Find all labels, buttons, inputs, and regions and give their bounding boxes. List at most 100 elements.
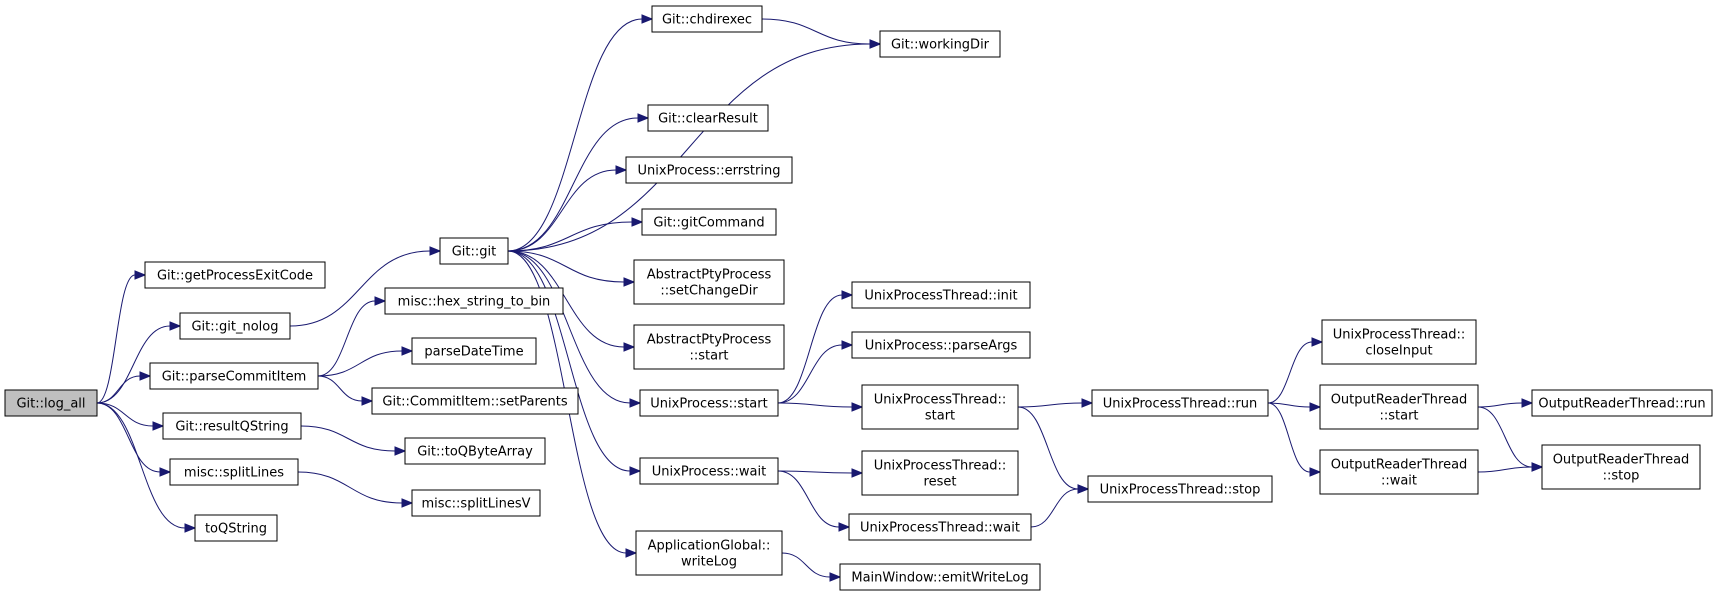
- node-ortRun[interactable]: OutputReaderThread::run: [1531, 389, 1713, 417]
- node-setChangeDir[interactable]: AbstractPtyProcess::setChangeDir: [633, 259, 785, 305]
- node-errstring[interactable]: UnixProcess::errstring: [625, 156, 793, 184]
- node-box: [4, 389, 98, 417]
- edge-line: [1267, 341, 1313, 404]
- node-label: UnixProcessThread::: [874, 393, 1007, 408]
- arrowhead-icon: [841, 340, 854, 350]
- edge-git_nolog-to-git: [289, 246, 442, 327]
- edge-uptRun-to-ortStart: [1267, 402, 1322, 412]
- node-label: Git::log_all: [16, 397, 85, 412]
- edge-line: [507, 250, 631, 472]
- edge-line: [317, 350, 403, 377]
- edge-git-to-upStart: [507, 250, 642, 408]
- node-resultQString[interactable]: Git::resultQString: [162, 412, 302, 440]
- node-box: [149, 362, 319, 390]
- edge-line: [507, 250, 625, 348]
- edge-line: [317, 300, 376, 377]
- edge-resultQString-to-toQByteArray: [300, 425, 407, 456]
- node-box: [851, 281, 1031, 309]
- node-splitLinesV[interactable]: misc::splitLinesV: [411, 489, 541, 517]
- node-uptRun[interactable]: UnixProcessThread::run: [1091, 389, 1269, 417]
- node-toQByteArray[interactable]: Git::toQByteArray: [404, 437, 546, 465]
- edge-line: [777, 470, 853, 474]
- node-uptCloseInput[interactable]: UnixProcessThread::closeInput: [1321, 319, 1477, 365]
- node-parseCommitItem[interactable]: Git::parseCommitItem: [149, 362, 319, 390]
- edge-uptStart-to-uptStop: [1017, 406, 1090, 494]
- node-parseDateTime[interactable]: parseDateTime: [411, 337, 537, 365]
- edge-parseCommitItem-to-parseDateTime: [317, 346, 414, 377]
- arrowhead-icon: [623, 277, 636, 287]
- arrowhead-icon: [1521, 398, 1534, 408]
- node-git[interactable]: Git::git: [439, 237, 509, 265]
- node-getProcessExitCode[interactable]: Git::getProcessExitCode: [144, 261, 326, 289]
- arrowhead-icon: [394, 446, 407, 456]
- nodes-layer: Git::log_allGit::getProcessExitCodeGit::…: [4, 5, 1713, 591]
- node-label: UnixProcessThread::stop: [1100, 483, 1261, 498]
- node-chdirexec[interactable]: Git::chdirexec: [651, 5, 763, 33]
- edge-line: [507, 43, 871, 252]
- node-workingDir[interactable]: Git::workingDir: [879, 30, 1001, 58]
- node-git_nolog[interactable]: Git::git_nolog: [179, 312, 291, 340]
- edge-line: [297, 471, 403, 504]
- node-label: ::setChangeDir: [660, 284, 758, 299]
- node-label: UnixProcess::parseArgs: [865, 339, 1018, 354]
- node-ortStop[interactable]: OutputReaderThread::stop: [1541, 444, 1701, 490]
- node-setParents[interactable]: Git::CommitItem::setParents: [371, 387, 579, 415]
- edge-line: [777, 294, 843, 404]
- node-label: Git::chdirexec: [662, 13, 752, 28]
- arrowhead-icon: [629, 398, 642, 408]
- node-uptInit[interactable]: UnixProcessThread::init: [851, 281, 1031, 309]
- edge-ortStart-to-ortRun: [1477, 398, 1534, 408]
- node-label: start: [925, 409, 955, 424]
- edge-upStart-to-uptInit: [777, 290, 854, 404]
- node-hex_string_to_bin[interactable]: misc::hex_string_to_bin: [384, 287, 564, 315]
- arrowhead-icon: [625, 548, 638, 558]
- node-upWait[interactable]: UnixProcess::wait: [639, 457, 779, 485]
- edges-layer: [96, 14, 1544, 582]
- node-label: UnixProcessThread::: [874, 459, 1007, 474]
- node-splitLines[interactable]: misc::splitLines: [169, 458, 299, 486]
- node-label: ::wait: [1381, 474, 1417, 489]
- node-log_all[interactable]: Git::log_all: [4, 389, 98, 417]
- node-box: [651, 5, 763, 33]
- node-label: Git::parseCommitItem: [162, 370, 307, 385]
- node-box: [848, 513, 1032, 541]
- node-label: UnixProcessThread::wait: [860, 521, 1020, 536]
- arrowhead-icon: [134, 270, 147, 280]
- edge-line: [96, 402, 186, 529]
- node-ortWait[interactable]: OutputReaderThread::wait: [1319, 449, 1479, 495]
- node-emitWriteLog[interactable]: MainWindow::emitWriteLog: [839, 563, 1041, 591]
- arrowhead-icon: [401, 498, 414, 508]
- node-label: closeInput: [1365, 344, 1432, 359]
- arrowhead-icon: [401, 346, 414, 356]
- node-uptStart[interactable]: UnixProcessThread::start: [861, 384, 1019, 430]
- node-uptStop[interactable]: UnixProcessThread::stop: [1087, 475, 1273, 503]
- edge-line: [317, 375, 363, 402]
- edge-uptStart-to-uptRun: [1017, 398, 1094, 408]
- node-parseArgs[interactable]: UnixProcess::parseArgs: [851, 331, 1031, 359]
- node-box: [633, 324, 785, 370]
- node-box: [1531, 389, 1713, 417]
- edge-ortStart-to-ortStop: [1477, 406, 1544, 472]
- node-label: UnixProcessThread::init: [864, 289, 1017, 304]
- node-label: misc::hex_string_to_bin: [398, 295, 551, 310]
- node-toQString[interactable]: toQString: [194, 514, 278, 542]
- edge-line: [96, 274, 136, 404]
- node-aptyStart[interactable]: AbstractPtyProcess::start: [633, 324, 785, 370]
- node-box: [1319, 384, 1479, 430]
- node-clearResult[interactable]: Git::clearResult: [647, 104, 769, 132]
- node-box: [861, 450, 1019, 496]
- edge-log_all-to-toQString: [96, 402, 197, 533]
- edge-line: [1017, 402, 1083, 408]
- node-box: [1087, 475, 1273, 503]
- node-box: [839, 563, 1041, 591]
- node-uptWait[interactable]: UnixProcessThread::wait: [848, 513, 1032, 541]
- node-writeLog[interactable]: ApplicationGlobal::writeLog: [635, 530, 783, 576]
- node-ortStart[interactable]: OutputReaderThread::start: [1319, 384, 1479, 430]
- node-box: [861, 384, 1019, 430]
- node-label: UnixProcess::start: [650, 397, 767, 412]
- node-upStart[interactable]: UnixProcess::start: [639, 389, 779, 417]
- arrowhead-icon: [851, 402, 864, 412]
- node-gitCommand[interactable]: Git::gitCommand: [641, 208, 777, 236]
- arrowhead-icon: [1309, 467, 1322, 477]
- node-uptReset[interactable]: UnixProcessThread::reset: [861, 450, 1019, 496]
